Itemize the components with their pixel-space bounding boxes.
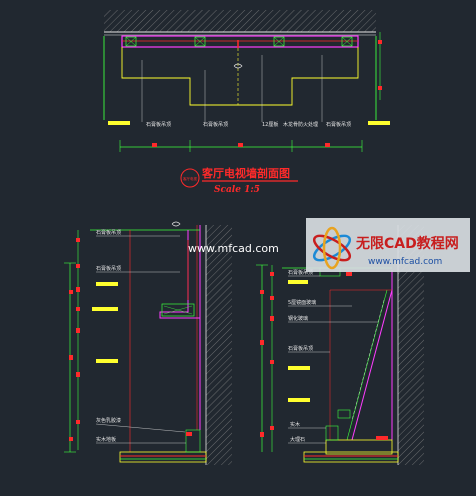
left-label-3: 灰色乳胶漆 (96, 417, 121, 424)
right-label-5: 实木 (290, 421, 300, 428)
title-stamp-text: 客厅电视 (183, 176, 197, 181)
left-label-1: 石膏板吊顶 (96, 229, 121, 236)
watermark-logo-icon (312, 226, 352, 270)
left-floor (119, 451, 207, 463)
watermark-url-left: www.mfcad.com (188, 242, 279, 255)
left-wall-hatch (206, 225, 232, 465)
watermark-brand: 无限CAD教程网 (355, 235, 459, 252)
watermark-right: 无限CAD教程网 www.mfcad.com (306, 218, 470, 272)
right-label-4: 石膏板吊顶 (288, 345, 313, 352)
watermark-url-right: www.mfcad.com (368, 257, 442, 267)
top-label-3: 12厘板 (262, 121, 278, 128)
right-label-6: 大理石 (290, 436, 305, 443)
soffit-outline (121, 47, 359, 106)
sloped-glass-panel (351, 289, 393, 441)
watermark-left: www.mfcad.com (188, 242, 279, 255)
right-label-3: 钢化玻璃 (288, 315, 308, 322)
top-label-2: 石膏板吊顶 (203, 121, 228, 128)
right-label-2: 5厘镜面玻璃 (288, 299, 316, 306)
title-stamp-icon (180, 168, 200, 188)
ceiling-slab (104, 10, 376, 32)
right-base-cabinet (325, 439, 393, 455)
right-label-1: 石膏板吊顶 (288, 269, 313, 276)
top-label-4: 木龙骨防火处理 (283, 121, 318, 128)
left-label-4: 实木地板 (96, 436, 116, 443)
drawing-title: 客厅电视 客厅电视墙剖面图 Scale 1:5 (180, 166, 298, 195)
top-label-1: 石膏板吊顶 (146, 121, 171, 128)
drawing-scale-text: Scale 1:5 (214, 185, 260, 195)
drawing-title-text: 客厅电视墙剖面图 (201, 166, 290, 180)
top-label-5: 石膏板吊顶 (326, 121, 351, 128)
ceiling-box (121, 35, 359, 48)
left-label-2: 石膏板吊顶 (96, 265, 121, 272)
top-section: 石膏板吊顶 石膏板吊顶 12厘板 木龙骨防火处理 石膏板吊顶 (103, 10, 390, 152)
left-section: 石膏板吊顶 石膏板吊顶 灰色乳胶漆 实木地板 (64, 221, 232, 465)
